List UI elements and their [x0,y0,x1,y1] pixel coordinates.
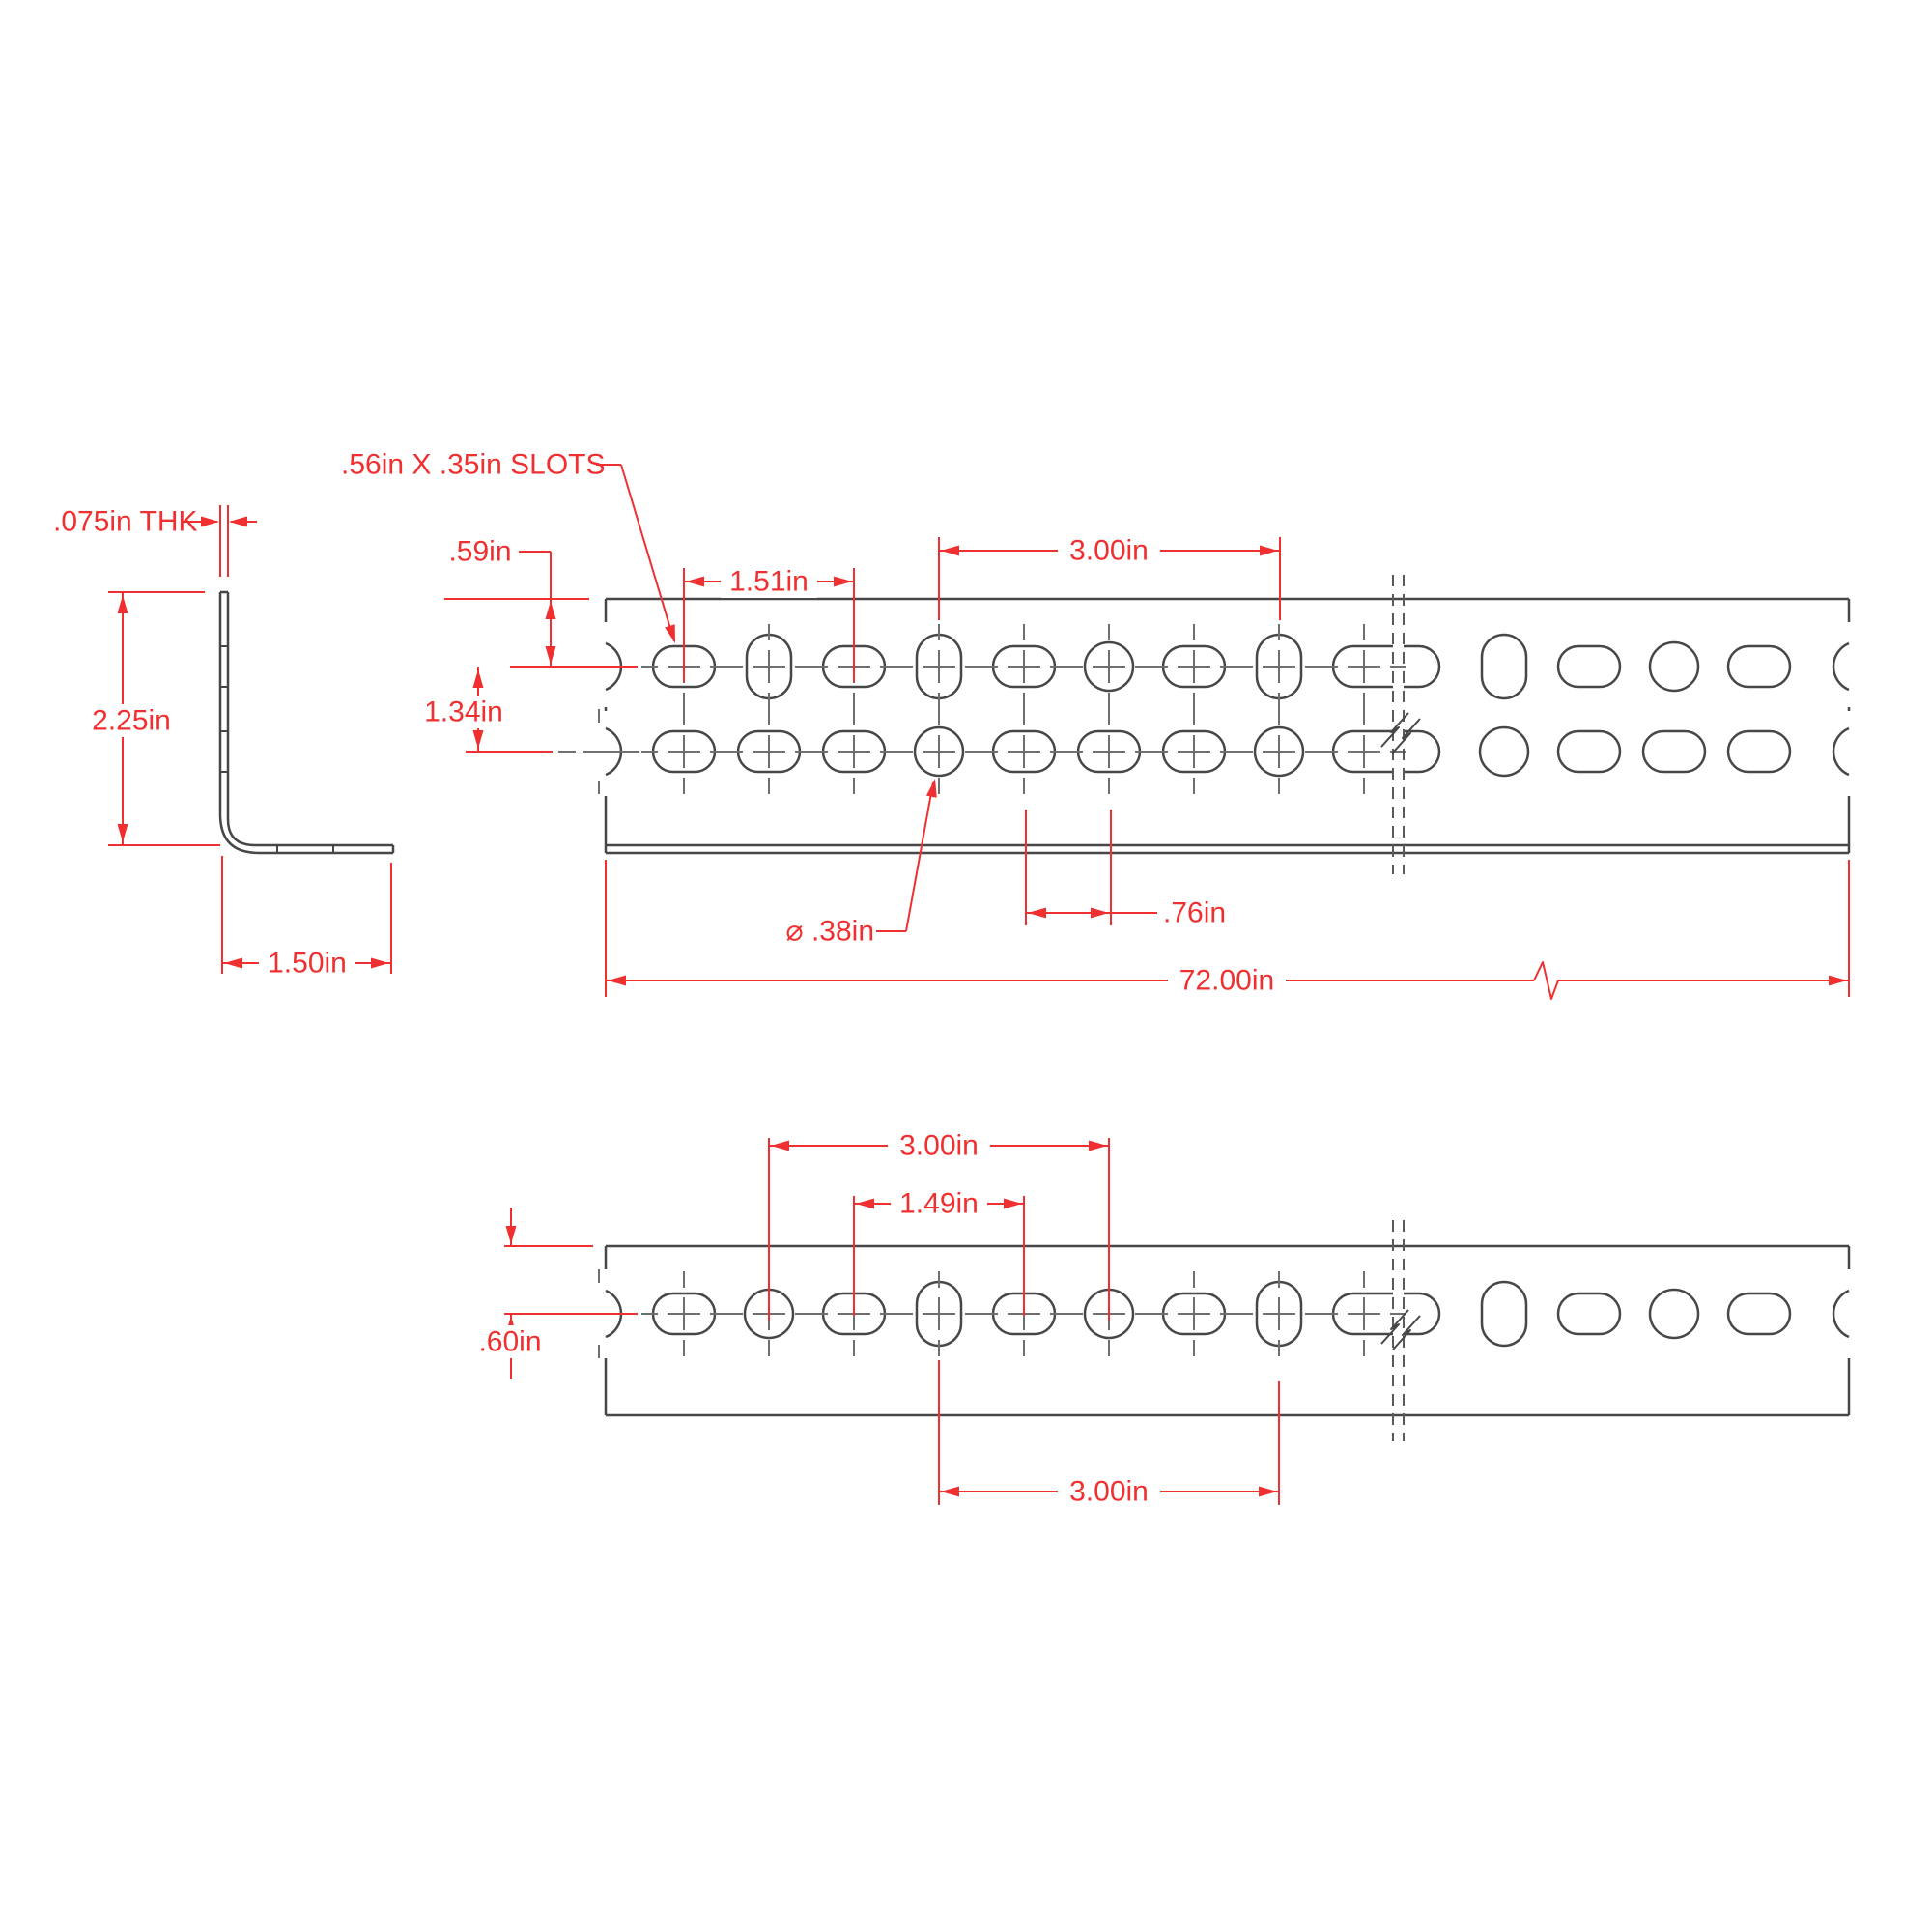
dimension-arrowhead [1259,1486,1277,1497]
dimension-arrowhead [229,516,247,527]
dimension-arrowhead [1260,545,1278,556]
dimension-arrowhead [117,595,128,613]
dim-label-row_gap: 1.34in [424,696,503,728]
dimension-arrowhead [834,576,852,587]
dimension-text-mask [1168,964,1286,997]
slot-horizontal [1641,729,1707,774]
dim-label-pitch_2x_top: 1.51in [729,566,809,598]
slot-vertical [1480,1280,1528,1348]
dimension-break-zigzag [1533,961,1559,1000]
dimension-arrowhead [472,730,484,749]
slot-horizontal [1556,1292,1622,1336]
slot-horizontal [1726,1292,1792,1336]
break-zigzag-mark [1392,718,1421,753]
break-zigzag-mark [1380,1309,1409,1345]
dim-label-pitch_2x_bottom: 1.49in [899,1188,979,1220]
dimension-text-mask [259,947,355,980]
slot-split-right [1404,729,1441,774]
dim-label-pitch_4x_top: 3.00in [1069,535,1149,567]
dimension-arrowhead [665,624,675,643]
dimension-arrowhead [472,669,484,688]
dim-label-edge_offset_top: .59in [448,536,511,568]
dim-label-leg_width: 1.50in [268,948,347,980]
slot-horizontal [1556,729,1622,774]
angle-inner-face [226,592,393,847]
dimension-arrowhead [1004,1198,1022,1209]
dimension-arrowhead [1829,975,1847,986]
dimension-arrowhead [545,601,556,619]
round-hole [913,725,965,778]
slot-vertical [1480,633,1528,700]
dimension-text-mask [721,565,817,598]
dim-label-total_length: 72.00in [1179,965,1274,997]
round-hole [1648,1288,1700,1340]
dimension-arrowhead [117,824,128,842]
dimension-text-mask [891,1187,987,1220]
slot-horizontal [1726,729,1792,774]
dimension-arrowhead [201,516,219,527]
dim-label-thickness: .075in THK [53,506,198,538]
slot-split-right [1404,644,1441,689]
dimension-arrowhead [941,1486,959,1497]
slot-horizontal [1726,644,1792,689]
edge-notch [1832,726,1850,777]
dimension-arrowhead [1091,907,1109,919]
dimension-arrowhead [771,1140,789,1151]
dimension-line [905,781,934,932]
round-hole [1648,640,1700,693]
slot-split-right [1404,1292,1441,1336]
dim-label-pitch_4x_bottom_top: 3.00in [899,1130,979,1162]
dimension-line [620,464,675,642]
round-hole [1478,725,1530,778]
dimension-arrowhead [545,646,556,665]
break-zigzag-mark [1392,1315,1421,1350]
angle-outer-face [218,592,393,855]
dim-label-pitch_4x_bottom_bottom: 3.00in [1069,1476,1149,1508]
round-hole [1253,725,1305,778]
dimension-arrowhead [686,576,704,587]
dim-label-slots_note: .56in X .35in SLOTS [341,449,606,481]
dimension-text-mask [888,1129,990,1162]
dimension-text-mask [1058,534,1160,567]
round-hole [1083,640,1135,693]
slot-horizontal [1556,644,1622,689]
edge-notch [1832,1289,1850,1339]
dim-label-hole_dia: ⌀ .38in [786,916,874,948]
dimension-arrowhead [1089,1140,1107,1151]
dimension-arrowhead [505,1226,517,1244]
dim-label-pitch_1x: .76in [1163,897,1226,929]
dimension-arrowhead [925,779,937,798]
dimension-arrowhead [224,957,242,969]
dimension-arrowhead [856,1198,874,1209]
dimension-arrowhead [371,957,389,969]
break-zigzag-mark [1380,712,1409,748]
dimension-text-mask [415,696,512,728]
dimension-arrowhead [941,545,959,556]
dimension-text-mask [467,1325,554,1358]
dimension-arrowhead [608,975,626,986]
dimension-text-mask [1058,1475,1160,1508]
dim-label-leg_height: 2.25in [92,705,171,737]
dimension-text-mask [83,704,180,737]
edge-notch [1832,641,1850,692]
dim-label-edge_offset_bottom: .60in [478,1326,541,1358]
dimension-arrowhead [1028,907,1046,919]
